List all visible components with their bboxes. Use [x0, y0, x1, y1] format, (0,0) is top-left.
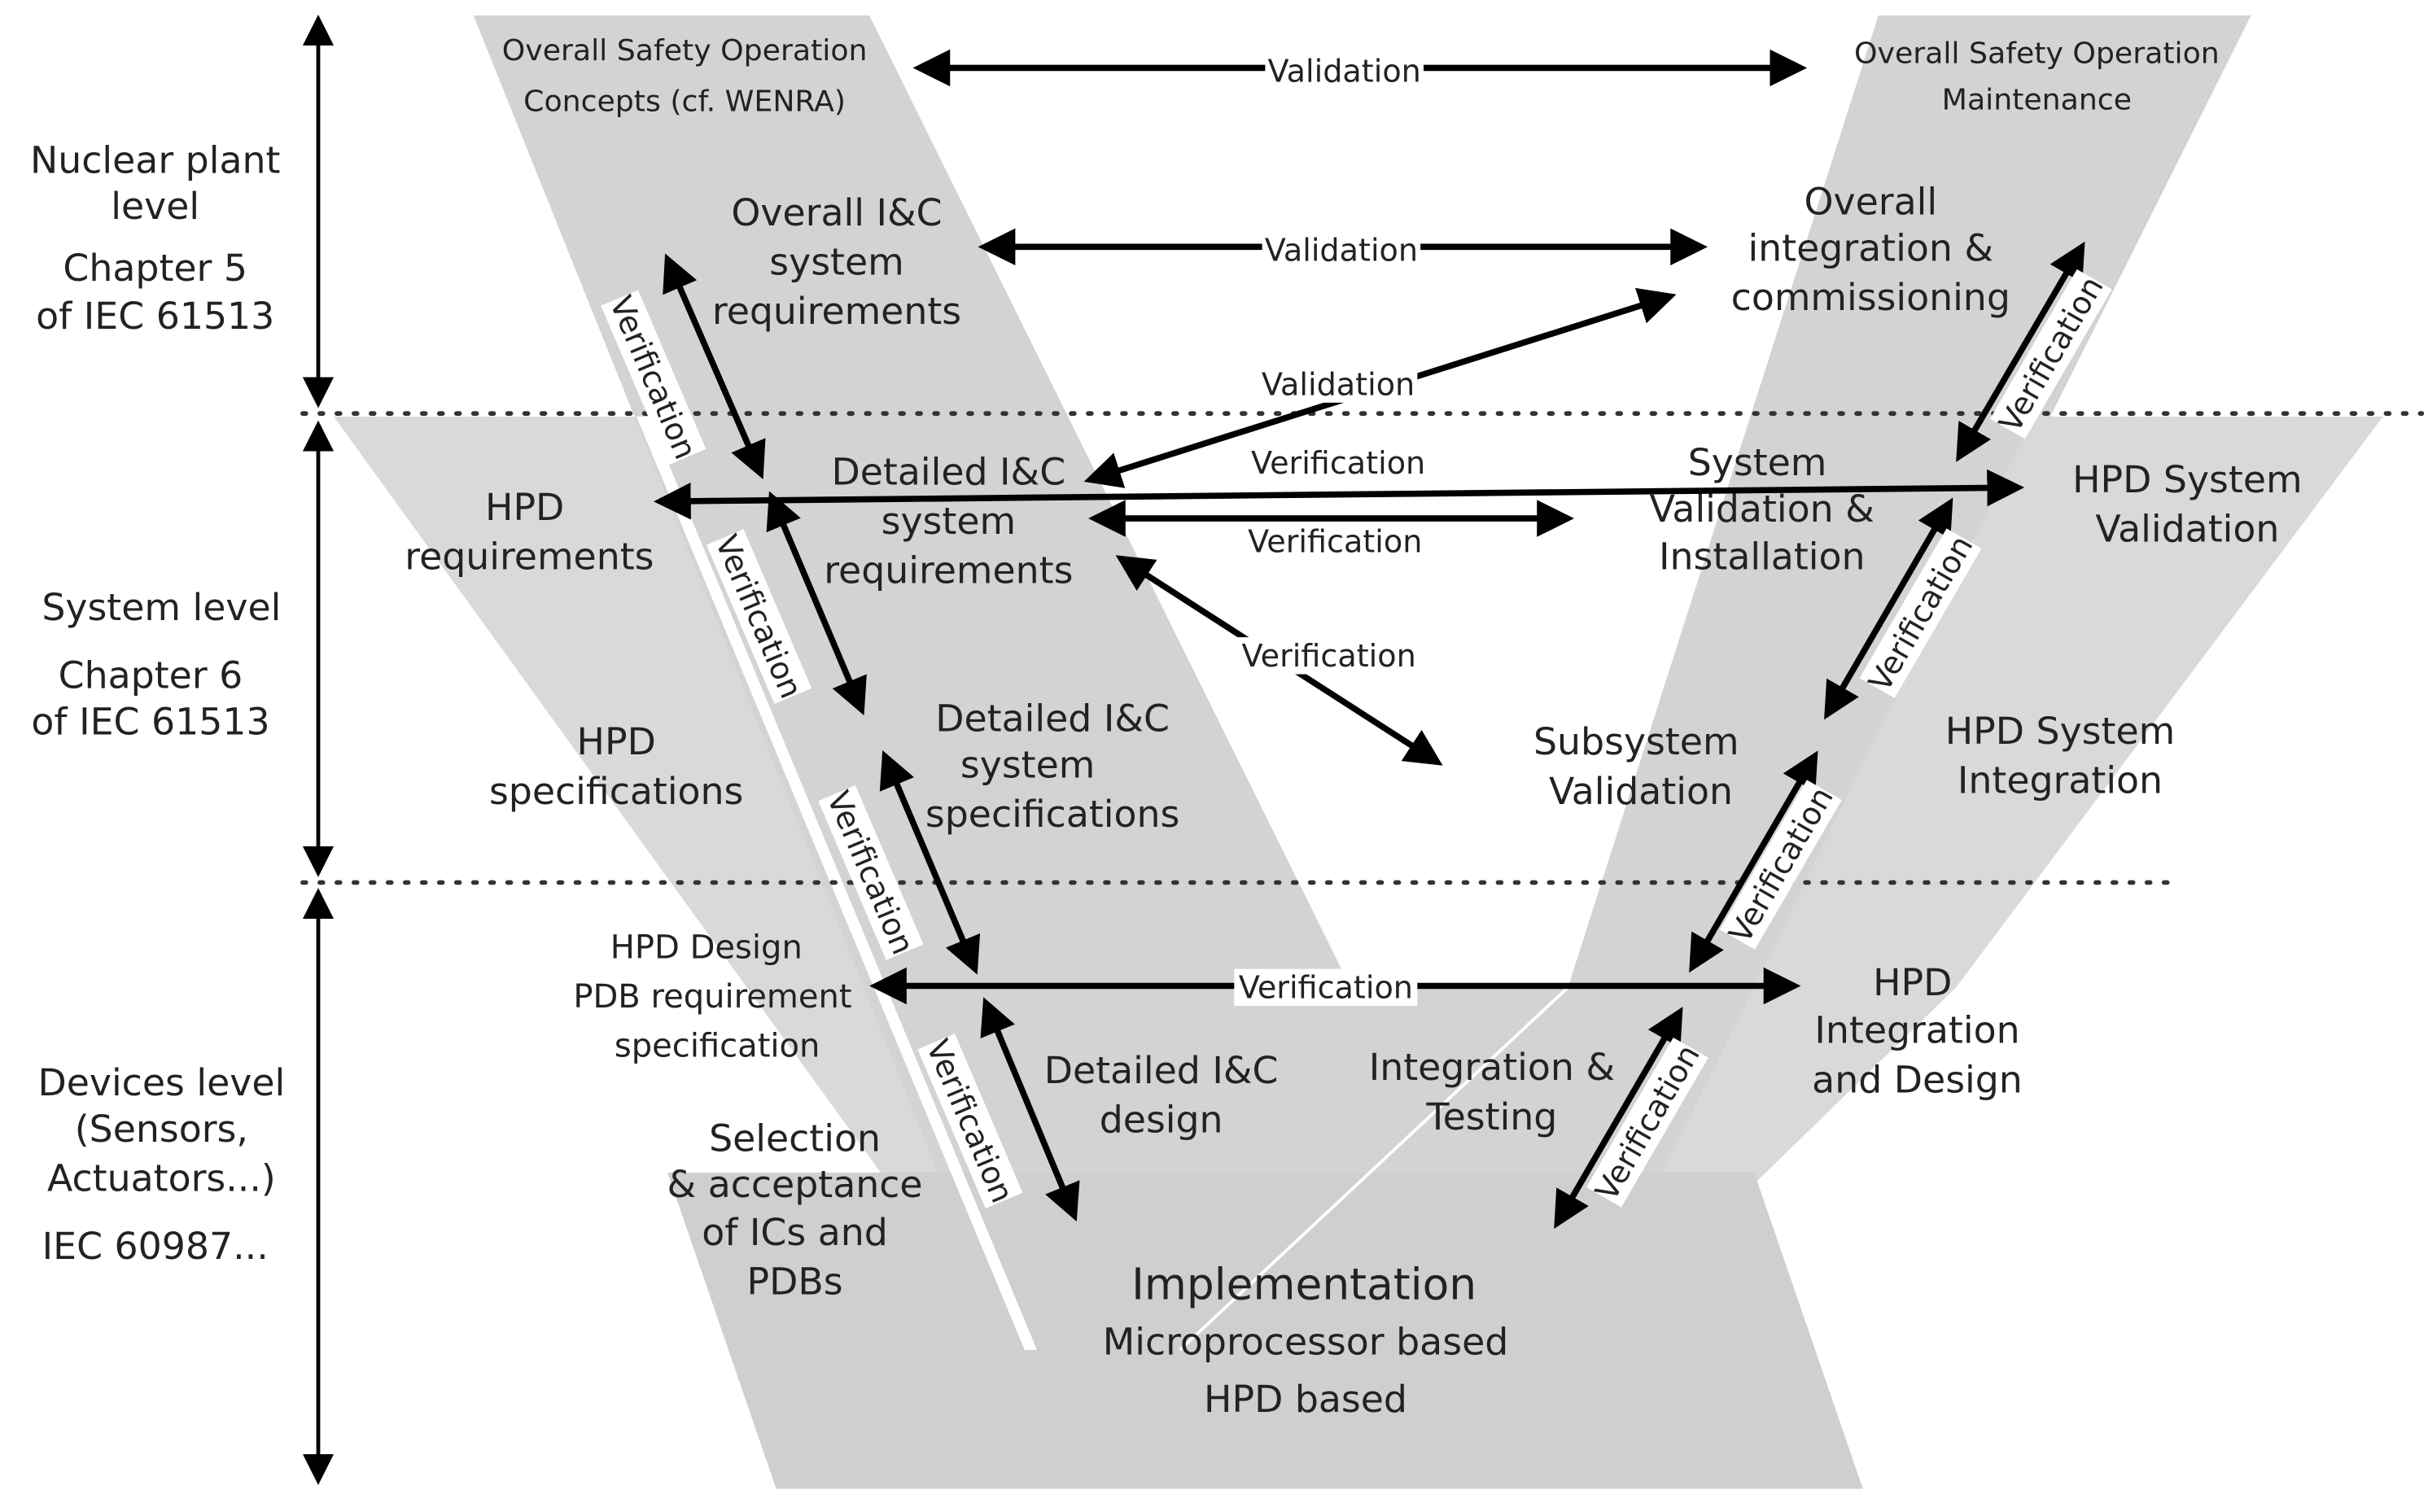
svg-text:Devices level: Devices level: [37, 1061, 285, 1104]
svg-text:Integration: Integration: [1958, 759, 2163, 802]
verification-arrow-right-2: [1824, 497, 1953, 720]
svg-text:Validation: Validation: [1262, 366, 1415, 402]
svg-text:Subsystem: Subsystem: [1533, 720, 1739, 763]
svg-text:PDB requirement: PDB requirement: [573, 978, 851, 1016]
validation-label-overall: Validation: [1262, 231, 1421, 269]
svg-text:(Sensors,: (Sensors,: [75, 1108, 248, 1151]
svg-text:commissioning: commissioning: [1731, 276, 2010, 319]
arrows: [653, 49, 2085, 1230]
svg-text:Integration: Integration: [1814, 1009, 2019, 1052]
verification-label-hpd-long: Verification: [1251, 445, 1425, 481]
verification-arrow-left-1: [663, 253, 766, 480]
svg-text:requirements: requirements: [405, 535, 654, 579]
svg-text:Verification: Verification: [1239, 970, 1413, 1006]
svg-text:specification: specification: [615, 1028, 820, 1065]
svg-text:Overall I&C: Overall I&C: [731, 191, 942, 234]
svg-text:Chapter 5: Chapter 5: [63, 247, 247, 290]
svg-text:Verification: Verification: [1242, 638, 1416, 674]
svg-text:PDBs: PDBs: [746, 1261, 842, 1304]
hpd-system-integration-label: HPD System Integration: [1945, 710, 2175, 802]
verification-arrow-right-4: [1554, 1007, 1683, 1230]
svg-text:level: level: [111, 185, 199, 228]
svg-text:Detailed I&C: Detailed I&C: [935, 697, 1170, 741]
svg-text:design: design: [1100, 1099, 1223, 1142]
svg-text:of IEC 61513: of IEC 61513: [36, 295, 274, 338]
svg-text:integration &: integration &: [1748, 227, 1993, 270]
svg-text:Validation: Validation: [2095, 508, 2279, 551]
svg-text:specifications: specifications: [925, 793, 1179, 836]
nuclear-plant-level-label: Nuclear plant level Chapter 5 of IEC 615…: [30, 138, 280, 337]
system-level-label: System level Chapter 6 of IEC 61513: [31, 586, 281, 743]
verification-label-devices: Verification: [1234, 968, 1418, 1007]
svg-text:IEC 60987...: IEC 60987...: [42, 1225, 269, 1268]
svg-text:HPD: HPD: [577, 720, 656, 763]
svg-text:Validation: Validation: [1549, 770, 1733, 813]
hpd-integration-design-label: HPD Integration and Design: [1812, 961, 2023, 1101]
svg-text:Overall Safety Operation: Overall Safety Operation: [502, 33, 868, 68]
svg-text:HPD Design: HPD Design: [610, 929, 803, 966]
svg-text:HPD: HPD: [485, 486, 564, 529]
svg-text:Implementation: Implementation: [1131, 1260, 1476, 1310]
svg-text:HPD based: HPD based: [1204, 1378, 1407, 1421]
hpd-requirements-label: HPD requirements: [405, 486, 654, 579]
svg-text:System level: System level: [42, 586, 281, 629]
verification-arrow-right-3: [1689, 750, 1818, 973]
svg-text:Actuators...): Actuators...): [47, 1157, 276, 1200]
svg-text:Detailed I&C: Detailed I&C: [1044, 1049, 1279, 1092]
svg-text:system: system: [960, 744, 1095, 787]
validation-label-detailed: Validation: [1258, 365, 1418, 403]
svg-text:& acceptance: & acceptance: [667, 1163, 922, 1206]
devices-level-label: Devices level (Sensors, Actuators...) IE…: [37, 1061, 285, 1268]
verification-arrow-left-4: [980, 997, 1080, 1221]
overall-safety-concepts-label: Overall Safety Operation Concepts (cf. W…: [502, 33, 868, 118]
verification-arrow-left-3: [879, 750, 981, 975]
svg-text:Maintenance: Maintenance: [1942, 82, 2132, 117]
hpd-specifications-label: HPD specifications: [489, 720, 743, 813]
implementation-label: Implementation Microprocessor based HPD …: [1103, 1260, 1509, 1421]
svg-text:Validation: Validation: [1268, 54, 1421, 90]
svg-text:Chapter 6: Chapter 6: [59, 654, 243, 697]
svg-text:Detailed I&C: Detailed I&C: [832, 450, 1066, 493]
svg-text:Concepts (cf. WENRA): Concepts (cf. WENRA): [523, 84, 846, 119]
svg-text:HPD System: HPD System: [2072, 458, 2302, 501]
svg-text:Overall Safety Operation: Overall Safety Operation: [1854, 36, 2220, 71]
verification-arrow-left-2: [766, 491, 867, 716]
svg-text:system: system: [769, 241, 903, 284]
svg-text:HPD: HPD: [1873, 961, 1952, 1004]
svg-text:System: System: [1688, 441, 1827, 484]
selection-label: Selection & acceptance of ICs and PDBs: [667, 1117, 922, 1303]
svg-text:Selection: Selection: [709, 1117, 881, 1160]
svg-text:Testing: Testing: [1425, 1095, 1557, 1138]
verification-label-detailed-subsystem: Verification: [1237, 637, 1421, 675]
detailed-ic-design-label: Detailed I&C design: [1044, 1049, 1279, 1142]
svg-text:requirements: requirements: [712, 290, 961, 333]
svg-text:of IEC 61513: of IEC 61513: [31, 701, 269, 744]
svg-text:of ICs and: of ICs and: [702, 1211, 888, 1254]
verification-arrow-hpd-long: [653, 469, 2025, 520]
svg-text:requirements: requirements: [824, 549, 1073, 592]
validation-label-top: Validation: [1265, 52, 1424, 90]
svg-text:Integration &: Integration &: [1369, 1046, 1615, 1089]
v-bottom: [667, 1172, 1863, 1489]
hpd-design-label: HPD Design PDB requirement specification: [573, 929, 851, 1064]
svg-text:Verification: Verification: [1251, 445, 1425, 481]
svg-text:system: system: [882, 500, 1016, 543]
svg-text:Overall: Overall: [1805, 181, 1938, 224]
ic-left-band: [473, 15, 2251, 1350]
svg-text:Validation: Validation: [1265, 233, 1418, 269]
overall-safety-maintenance-label: Overall Safety Operation Maintenance: [1854, 36, 2220, 117]
svg-text:HPD System: HPD System: [1945, 710, 2175, 753]
svg-text:and Design: and Design: [1812, 1058, 2023, 1101]
svg-text:Microprocessor based: Microprocessor based: [1103, 1321, 1509, 1364]
verification-label-detailed-system: Verification: [1248, 524, 1422, 560]
svg-text:Verification: Verification: [1248, 524, 1422, 560]
verification-arrow-right-1: [1956, 241, 2085, 462]
svg-text:specifications: specifications: [489, 770, 743, 813]
svg-text:Nuclear plant: Nuclear plant: [30, 138, 280, 181]
svg-text:Installation: Installation: [1659, 535, 1865, 579]
hpd-system-validation-label: HPD System Validation: [2072, 458, 2302, 551]
